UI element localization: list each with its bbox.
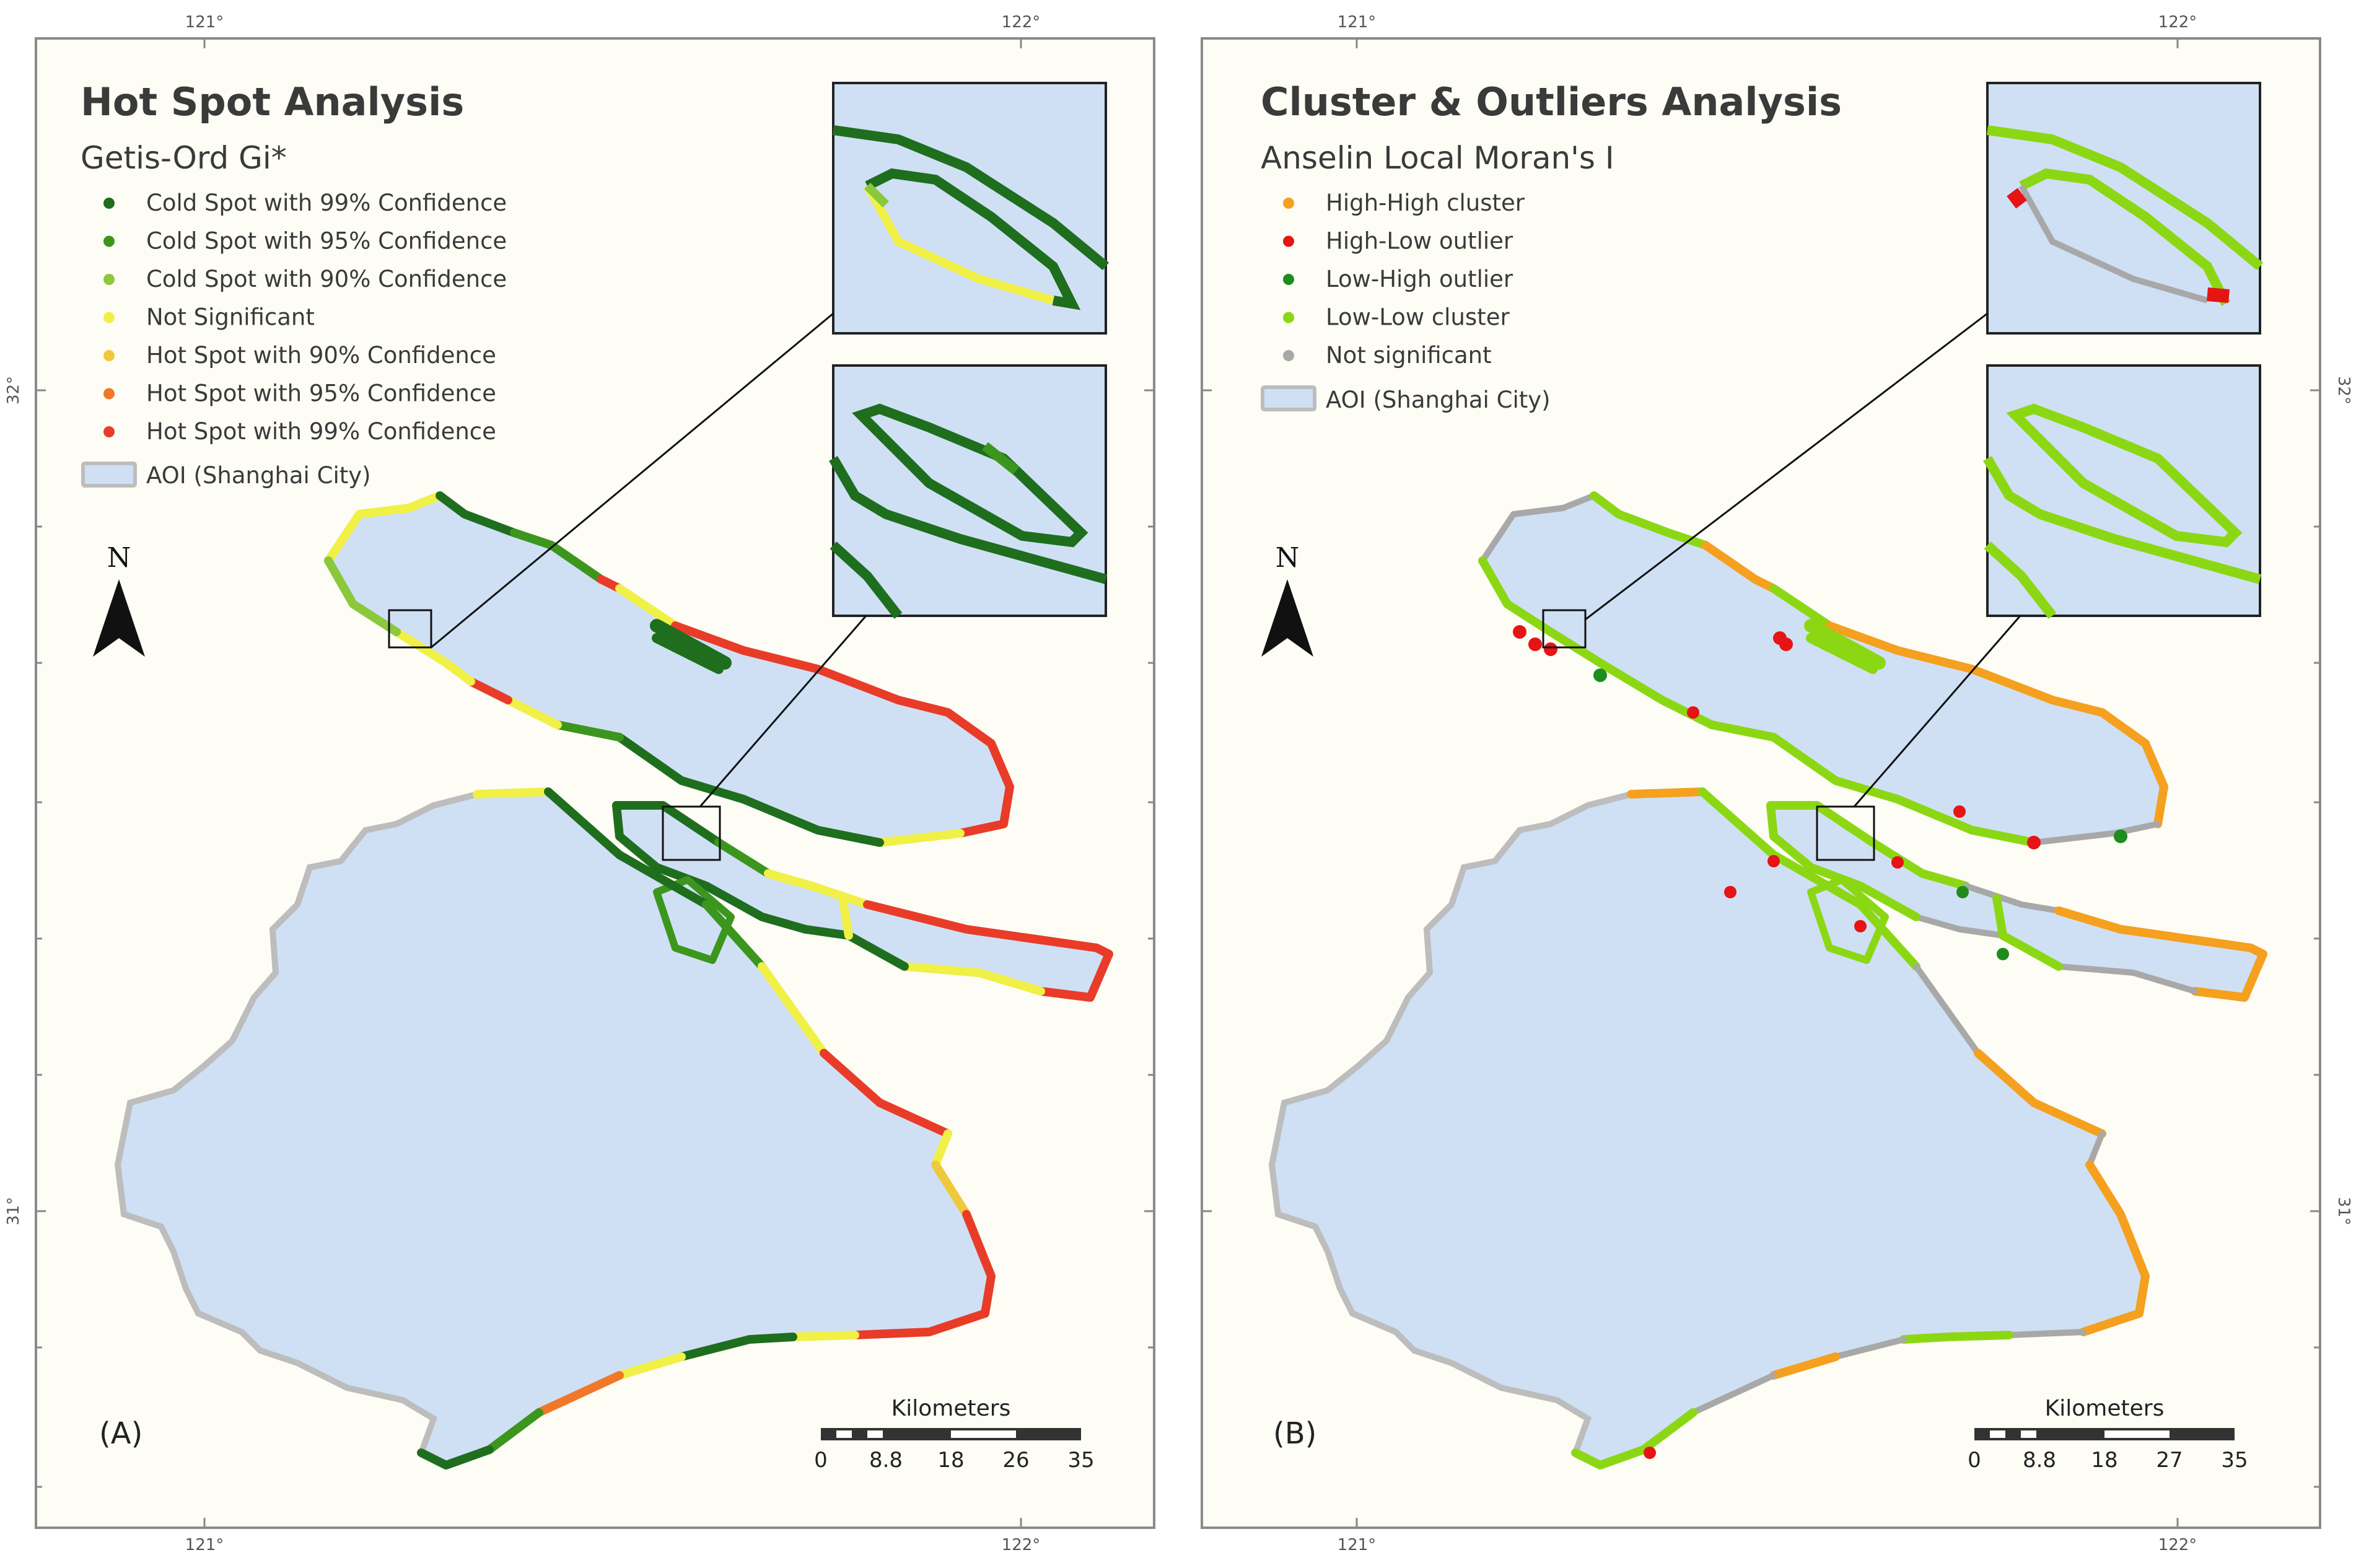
zoom-indicators	[388, 312, 867, 861]
inset-top	[832, 82, 1110, 335]
tick-lat-31-right: 31°	[2334, 1197, 2353, 1225]
legend-dot-icon	[103, 426, 115, 437]
tick-lon-122-top: 122°	[1002, 13, 1041, 32]
graticule-ticks	[1202, 38, 2320, 1528]
legend-item: Low-Low cluster	[1283, 304, 1510, 331]
map-title: Hot Spot Analysis	[81, 79, 464, 125]
tick-lon-121-top: 121°	[1338, 13, 1377, 32]
legend-item: Not significant	[1283, 342, 1492, 369]
legend-dot-icon	[103, 198, 115, 209]
scale-label: 8.8	[869, 1448, 903, 1473]
tick-lon-122-top: 122°	[2158, 13, 2197, 32]
legend-dot-icon	[1283, 350, 1294, 361]
inset-bottom	[829, 364, 1108, 619]
tick-lat-32-left: 32°	[4, 376, 23, 405]
scale-label: 27	[2156, 1448, 2183, 1473]
scale-label: 35	[2221, 1448, 2248, 1473]
aoi-legend-swatch	[81, 462, 137, 488]
inset-top	[1986, 82, 2264, 335]
legend-dot-icon	[103, 350, 115, 361]
tick-lon-122-bottom: 122°	[1002, 1536, 1041, 1554]
scale-title: Kilometers	[2045, 1396, 2165, 1421]
scale-label: 26	[1002, 1448, 1029, 1473]
scale-label: 0	[1968, 1448, 1981, 1473]
legend-label: Low-Low cluster	[1326, 304, 1510, 331]
legend-label: Hot Spot with 90% Confidence	[146, 342, 496, 369]
legend-label: Not significant	[1326, 342, 1492, 369]
graticule-ticks	[36, 38, 1154, 1528]
scale-label: 0	[814, 1448, 828, 1473]
map-subtitle: Getis-Ord Gi*	[81, 140, 287, 176]
scale-bar: Kilometers 0 8.8 18 27 35	[1968, 1396, 2248, 1473]
legend-item: Cold Spot with 95% Confidence	[103, 228, 507, 255]
north-label: N	[1276, 542, 1300, 574]
legend-item: High-High cluster	[1283, 190, 1525, 216]
north-arrow-icon: N	[1261, 542, 1313, 657]
tick-lon-121-bottom: 121°	[1338, 1536, 1377, 1554]
tick-lon-122-bottom: 122°	[2158, 1536, 2197, 1554]
legend-dot-icon	[1283, 312, 1294, 323]
legend-dot-icon	[1283, 274, 1294, 285]
north-arrow-icon: N	[93, 542, 145, 657]
panel-hot-spot-analysis: 121° 122° 121° 122° 32° 31°	[4, 13, 1155, 1554]
legend-item: Hot Spot with 95% Confidence	[103, 380, 496, 407]
legend-dot-icon	[103, 274, 115, 285]
tick-lat-31-left: 31°	[4, 1197, 23, 1225]
legend-label: High-High cluster	[1326, 190, 1525, 216]
scale-label: 8.8	[2023, 1448, 2056, 1473]
panel-letter: (B)	[1273, 1416, 1316, 1451]
scale-label: 35	[1067, 1448, 1094, 1473]
legend-dot-icon	[103, 388, 115, 400]
scale-label: 18	[2091, 1448, 2117, 1473]
legend-item: Hot Spot with 90% Confidence	[103, 342, 496, 369]
legend-label: Low-High outlier	[1326, 266, 1513, 292]
legend-item: High-Low outlier	[1283, 228, 1513, 255]
aoi-legend-swatch	[1261, 385, 1316, 411]
legend-label: High-Low outlier	[1326, 228, 1513, 255]
map-subtitle: Anselin Local Moran's I	[1261, 140, 1614, 176]
panel-letter: (A)	[99, 1416, 142, 1451]
legend-dot-icon	[103, 235, 115, 247]
legend-item: Cold Spot with 99% Confidence	[103, 190, 507, 216]
legend-item: Not Significant	[103, 304, 315, 331]
aoi-legend-label: AOI (Shanghai City)	[146, 462, 371, 489]
inset-bottom	[1983, 364, 2262, 619]
panel-cluster-outliers-analysis: 121° 122° 121° 122° 32° 31°	[1201, 13, 2353, 1554]
legend-label: Cold Spot with 90% Confidence	[146, 266, 507, 292]
map-body	[1272, 82, 2267, 1469]
legend-dot-icon	[1283, 235, 1294, 247]
legend-label: Not Significant	[146, 304, 315, 331]
scale-title: Kilometers	[891, 1396, 1011, 1421]
tick-lon-121-top: 121°	[185, 13, 224, 32]
map-title: Cluster & Outliers Analysis	[1261, 79, 1842, 125]
legend-dot-icon	[103, 312, 115, 323]
scale-bar: Kilometers 0 8.8 18 26 35	[814, 1396, 1094, 1473]
legend-item: Low-High outlier	[1283, 266, 1513, 292]
legend-label: Hot Spot with 99% Confidence	[146, 418, 496, 445]
tick-lon-121-bottom: 121°	[185, 1536, 224, 1554]
scale-label: 18	[937, 1448, 964, 1473]
legend-item: Cold Spot with 90% Confidence	[103, 266, 507, 292]
legend-dot-icon	[1283, 198, 1294, 209]
legend-label: Cold Spot with 99% Confidence	[146, 190, 507, 216]
legend-item: Hot Spot with 99% Confidence	[103, 418, 496, 445]
zoom-indicators	[1542, 312, 2021, 861]
aoi-legend-label: AOI (Shanghai City)	[1326, 387, 1551, 413]
tick-lat-32-right: 32°	[2334, 376, 2353, 405]
outlier-points	[1513, 625, 2127, 1459]
north-label: N	[107, 542, 131, 574]
coastline-segments	[324, 491, 1113, 1469]
legend-label: Hot Spot with 95% Confidence	[146, 380, 496, 407]
legend-label: Cold Spot with 95% Confidence	[146, 228, 507, 255]
